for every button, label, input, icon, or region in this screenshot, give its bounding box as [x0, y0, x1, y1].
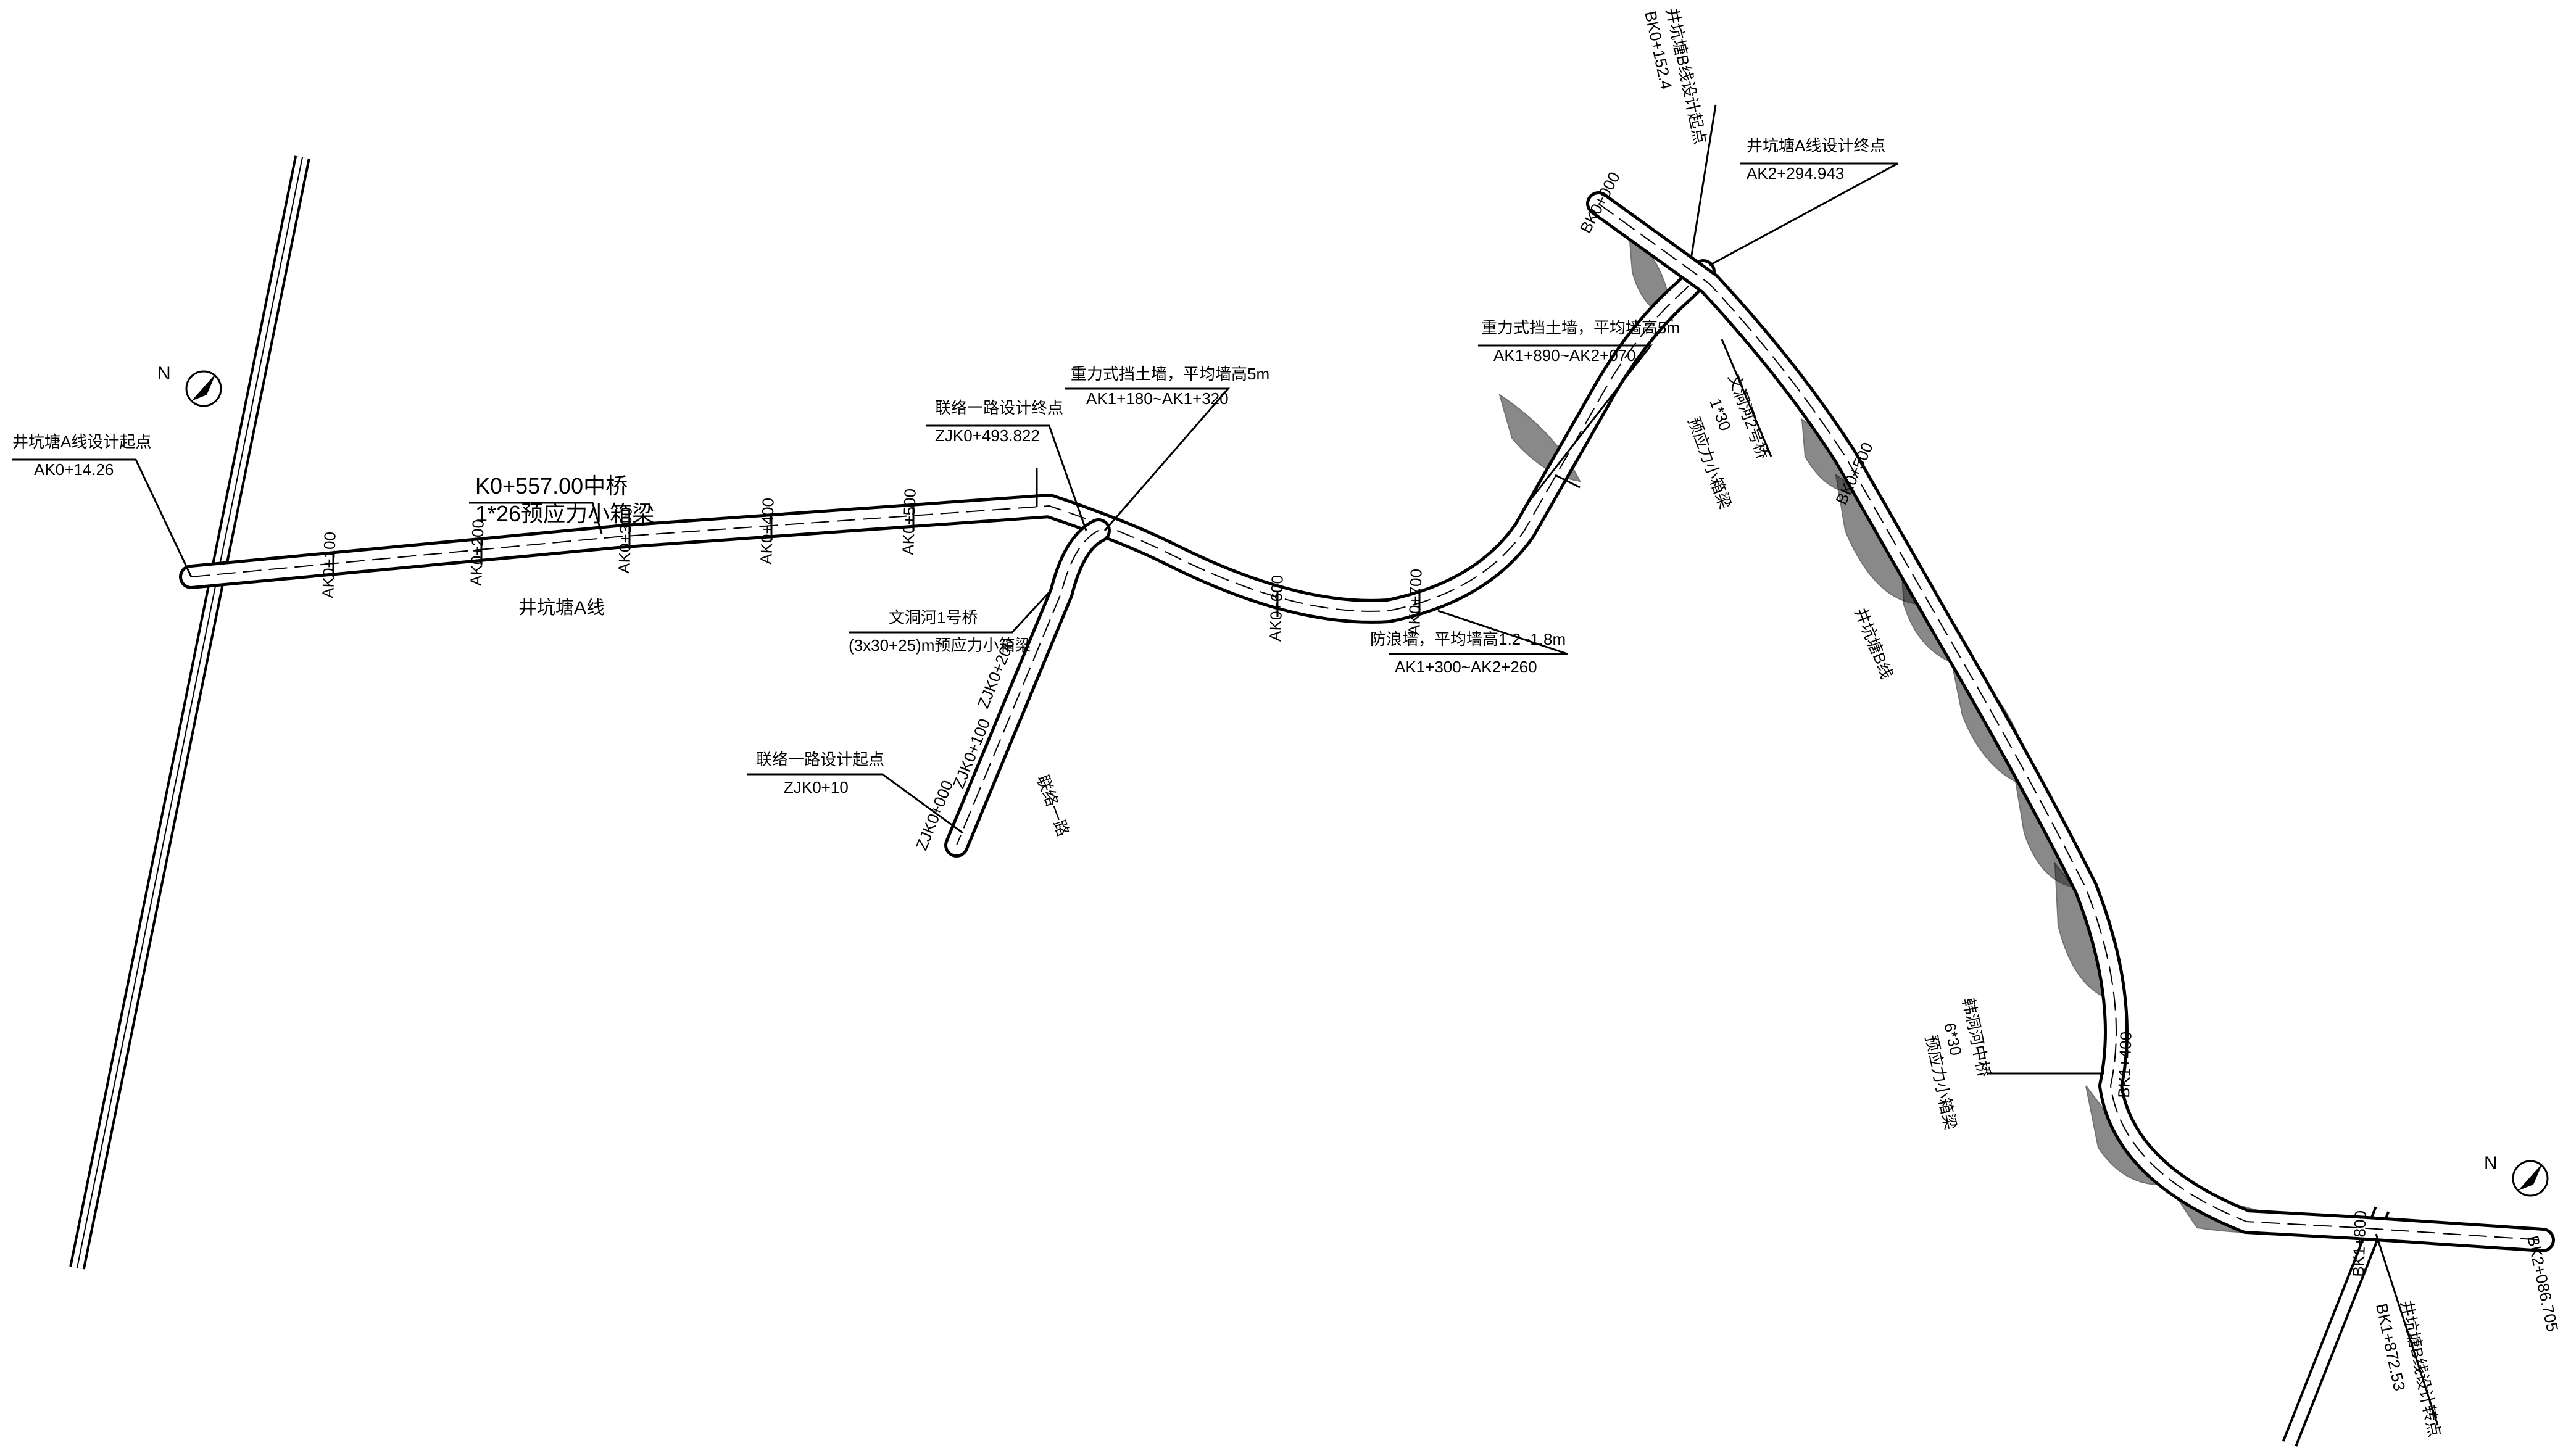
north-arrow-left-symbol: N: [157, 363, 171, 384]
ak-mark: AK0+200: [467, 519, 488, 587]
ak-mark: AK0+700: [1405, 569, 1426, 636]
b-line-name: 井坑塘B线: [1851, 605, 1896, 682]
north-arrow-left: N: [157, 363, 222, 407]
road-b-line: [1586, 191, 2555, 1252]
a-line-start-title: 井坑塘A线设计起点: [12, 432, 151, 451]
ak-mark: AK0+500: [899, 489, 920, 556]
ak-station-marks: AK0+100 AK0+200 AK0+300 AK0+400 AK0+500 …: [318, 489, 1426, 642]
a-line-end-title: 井坑塘A线设计终点: [1747, 136, 1885, 155]
existing-highway-2: [2282, 1206, 2390, 1447]
existing-highway: [69, 155, 310, 1270]
gravity-wall-1-title: 重力式挡土墙，平均墙高5m: [1071, 365, 1269, 383]
ak-mark: AK0+400: [757, 498, 778, 565]
guard-wall-range: AK1+300~AK2+260: [1395, 658, 1537, 676]
wendong-bridge-2-span: 1*30: [1706, 396, 1734, 434]
a-line-end-station: AK2+294.943: [1747, 164, 1844, 183]
ak-mark: AK0+600: [1266, 575, 1287, 642]
north-arrow-right-symbol: N: [2484, 1153, 2498, 1173]
a-line-station-ticks: [332, 474, 1581, 617]
ak-mark: AK0+100: [318, 532, 339, 599]
a-line-start-station: AK0+14.26: [34, 460, 114, 479]
ak-mark: AK0+300: [615, 507, 636, 574]
guard-wall-title: 防浪墙，平均墙高1.2~1.8m: [1370, 630, 1566, 648]
leader-lines: [12, 104, 2439, 1426]
a-line-name: 井坑塘A线: [518, 598, 605, 618]
wendong-bridge-2-title: 文洞河2号桥: [1724, 371, 1772, 461]
b-line-end-station: BK2+086.705: [2524, 1234, 2562, 1333]
liaison-name: 联络一路: [1033, 772, 1073, 839]
liaison-end-title: 联络一路设计终点: [935, 399, 1063, 417]
gravity-wall-1-range: AK1+180~AK1+320: [1086, 389, 1229, 408]
liaison-start-title: 联络一路设计起点: [756, 750, 884, 769]
liaison-start-station: ZJK0+10: [784, 778, 849, 796]
road-a-line: [179, 259, 1716, 624]
b-bridge-title: 韩洞河中桥: [1959, 996, 1993, 1078]
road-liaison: [944, 468, 1111, 858]
bk-1800: BK1+800: [2349, 1210, 2370, 1278]
bridge-mid-station: K0+557.00中桥: [475, 473, 628, 498]
bridge-mid-type: 1*26预应力小箱梁: [475, 501, 654, 526]
gravity-wall-2-title: 重力式挡土墙，平均墙高5m: [1481, 318, 1680, 337]
north-arrow-right: N: [2484, 1153, 2549, 1197]
text-labels: 井坑塘A线设计起点 AK0+14.26 K0+557.00中桥 1*26预应力小…: [12, 6, 2562, 1439]
bk-1400: BK1+400: [2114, 1032, 2135, 1099]
gravity-wall-2-range: AK1+890~AK2+070: [1493, 346, 1636, 365]
liaison-end-station: ZJK0+493.822: [935, 426, 1040, 445]
wendong-bridge-1-title: 文洞河1号桥: [889, 608, 978, 627]
slope-hatching: [1498, 233, 2323, 1233]
wendong-bridge-1-type: (3x30+25)m预应力小箱梁: [849, 636, 1031, 655]
